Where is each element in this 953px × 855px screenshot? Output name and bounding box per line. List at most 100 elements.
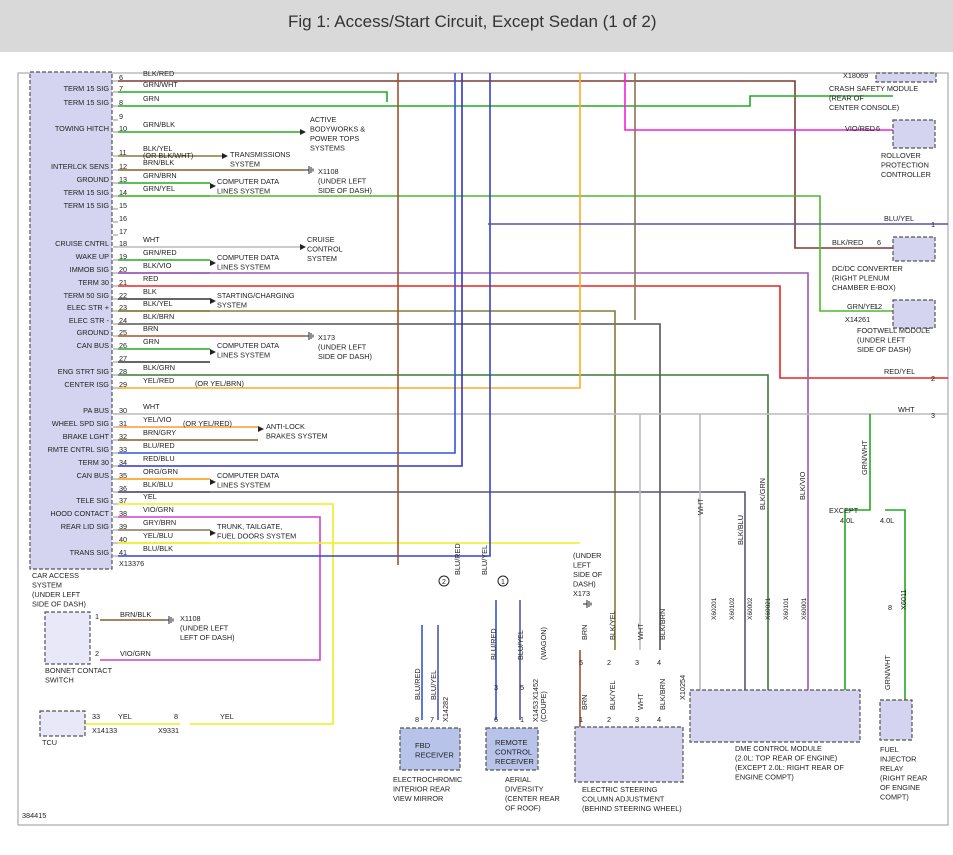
wire-color-label: BLK/GRN — [758, 478, 767, 510]
module-label: RELAY — [880, 764, 904, 773]
pin-function-label: INTERLCK SENS — [51, 162, 109, 171]
wire-color-label: BLU/RED — [143, 441, 175, 450]
pin-number: 2 — [95, 649, 99, 658]
ground-icon — [583, 600, 592, 608]
pin-number: 6 — [119, 73, 123, 82]
pin-number: 8 — [888, 603, 892, 612]
wire-grn-wht — [118, 91, 388, 102]
module-label: AERIAL — [505, 775, 531, 784]
wire-alt-label: (OR BLK/WHT) — [143, 151, 193, 160]
wire-color-label: BLK/BRN — [658, 609, 667, 640]
module-label: CENTER CONSOLE) — [829, 103, 899, 112]
wire-color-label: BRN — [580, 625, 589, 640]
pin-function-label: TRANS SIG — [70, 548, 110, 557]
note-active-bodyworks: SYSTEMS — [310, 144, 345, 153]
connector-id: X6011 — [899, 589, 908, 610]
wire-color-label: YEL/BLU — [143, 531, 173, 540]
pin-number: 6 — [494, 715, 498, 724]
pin-number: 7 — [119, 84, 123, 93]
pin-number: 9 — [119, 112, 123, 121]
wire-color-label: BLU/RED — [489, 628, 498, 660]
module-label: ELECTROCHROMIC — [393, 775, 462, 784]
wire-color-label: BRN/BLK — [143, 158, 174, 167]
pin-function-label: PA BUS — [83, 406, 109, 415]
module-label: REMOTE — [495, 738, 528, 747]
pin-function-label: TERM 15 SIG — [64, 84, 110, 93]
module-label: ENGINE COMPT) — [735, 773, 794, 782]
pin-function-label: GROUND — [77, 328, 109, 337]
pin-number: 1 — [931, 220, 935, 229]
dcdc-converter — [892, 236, 936, 262]
note-under-left: DASH) — [573, 580, 596, 589]
module-label: DIVERSITY — [505, 785, 544, 794]
pin-number: 37 — [119, 496, 127, 505]
wire-alt-label: (OR YEL/RED) — [183, 419, 232, 428]
wire-color-label: BLU/RED — [453, 543, 462, 575]
connector-id: X60102 — [729, 597, 736, 620]
wire-layer — [85, 73, 948, 730]
module-label: DC/DC CONVERTER — [832, 264, 903, 273]
arrow-icon — [210, 349, 216, 355]
module-label: CONTROLLER — [881, 170, 931, 179]
wire-grn-wht-dme — [844, 414, 871, 700]
note-ground-x1108: SIDE OF DASH) — [318, 186, 372, 195]
note-ground-x1108: LEFT OF DASH) — [180, 633, 235, 642]
wire-color-label: BLU/YEL — [516, 630, 525, 660]
pin-function-label: IMMOB SIG — [70, 265, 110, 274]
note-transmissions: SYSTEM — [230, 160, 260, 169]
pin-function-label: WAKE UP — [76, 252, 110, 261]
wire-color-label: BRN/GRY — [143, 428, 176, 437]
arrow-icon — [210, 530, 216, 536]
dme-control-module — [689, 689, 861, 743]
wire-color-label: GRN — [143, 337, 159, 346]
car-access-module — [29, 71, 113, 570]
wire-color-label: GRN/YEL — [847, 302, 879, 311]
component-layer — [29, 71, 937, 783]
pin-number: 39 — [119, 522, 127, 531]
pin-function-label: CENTER ISG — [64, 380, 109, 389]
connector-id: X14133 — [92, 726, 117, 735]
pin-number: 25 — [119, 328, 127, 337]
note-engine: 4.0L — [880, 516, 894, 525]
note-starting: SYSTEM — [217, 301, 247, 310]
pin-number: 13 — [119, 175, 127, 184]
pin-number: 24 — [119, 316, 127, 325]
wire-color-label: YEL/VIO — [143, 415, 172, 424]
module-label: OF ROOF) — [505, 804, 541, 813]
module-label: DME CONTROL MODULE — [735, 744, 822, 753]
crash-safety-module — [875, 72, 937, 83]
pin-number: 6 — [876, 124, 880, 133]
pin-number: 2 — [931, 374, 935, 383]
pin-function-label: TERM 15 SIG — [64, 188, 110, 197]
title-bar: Fig 1: Access/Start Circuit, Except Seda… — [0, 0, 953, 52]
pin-function-label: TERM 15 SIG — [64, 98, 110, 107]
wire-color-label: BLK/YEL — [143, 299, 173, 308]
connector-id: X9331 — [158, 726, 179, 735]
arrow-icon — [300, 129, 306, 135]
connector-id: X60201 — [711, 597, 718, 620]
connector-id: X60002 — [747, 597, 754, 620]
splice-circle — [497, 575, 509, 587]
pin-number: 34 — [119, 458, 127, 467]
wire-color-label: BRN — [580, 695, 589, 710]
wire-color-label: BLK/RED — [832, 238, 863, 247]
module-label: (RIGHT PLENUM — [832, 274, 889, 283]
module-label: SIDE OF DASH) — [32, 600, 86, 609]
pin-function-label: ELEC STR + — [67, 303, 109, 312]
module-label: (2.0L: TOP REAR OF ENGINE) — [735, 754, 837, 763]
pin-number: 23 — [119, 303, 127, 312]
connector-note: (WAGON) — [539, 627, 548, 660]
diagram-border — [17, 72, 949, 826]
pin-number: 5 — [579, 658, 583, 667]
wire-color-label: BRN/BLK — [120, 610, 151, 619]
wire-color-label: GRN/YEL — [143, 184, 175, 193]
wire-yel-red — [118, 73, 581, 389]
pin-function-label: GROUND — [77, 175, 109, 184]
pin-number: 38 — [119, 509, 127, 518]
wire-color-label: YEL — [220, 712, 234, 721]
module-label: VIEW MIRROR — [393, 794, 443, 803]
pin-number: 6 — [877, 238, 881, 247]
pin-number: 3 — [931, 411, 935, 420]
arrow-icon — [258, 426, 264, 432]
